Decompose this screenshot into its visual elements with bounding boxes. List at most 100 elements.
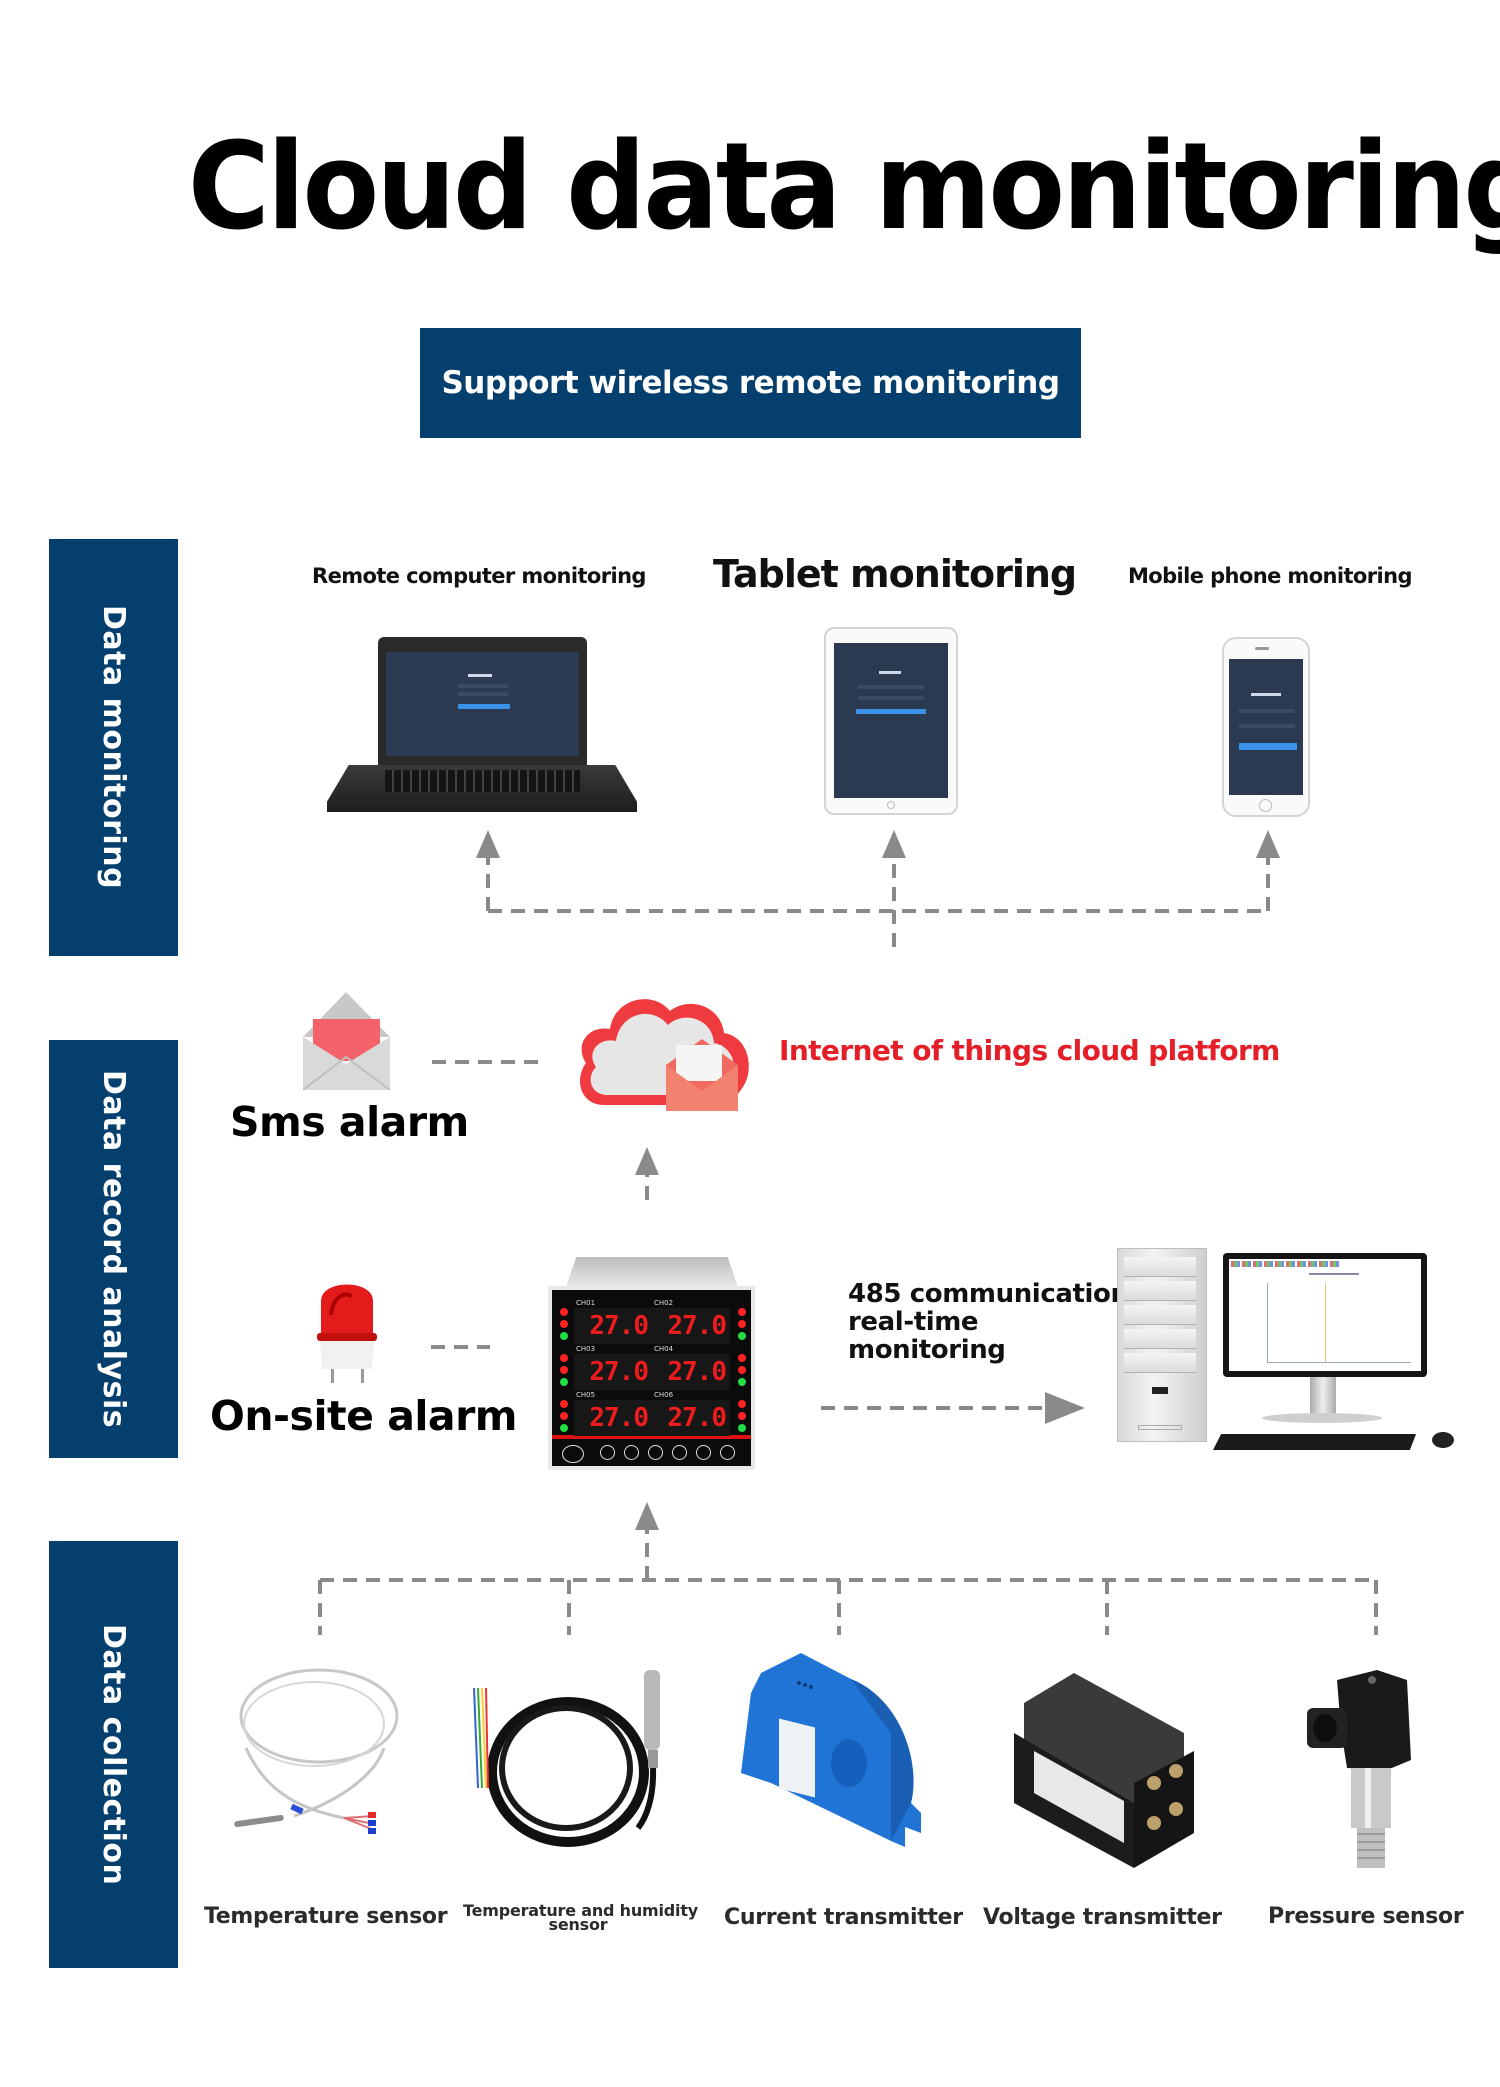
- controller-key-button[interactable]: [600, 1445, 615, 1460]
- status-led-red: [560, 1400, 568, 1408]
- siren-icon: [317, 1284, 377, 1383]
- label-temperature-humidity-sensor: Temperature and humidity sensor: [463, 1901, 699, 1934]
- channel-display: CH06 27.0: [652, 1391, 730, 1436]
- tablet-screen: [834, 643, 948, 798]
- label-485-communication: 485 communication real-time monitoring: [848, 1279, 1129, 1365]
- pressure-sensor-icon: [1307, 1670, 1411, 1868]
- label-line: Temperature and humidity: [463, 1901, 699, 1920]
- label-cloud-platform: Internet of things cloud platform: [779, 1034, 1280, 1067]
- channel-display: CH02 27.0: [652, 1299, 730, 1344]
- channel-label: CH02: [654, 1299, 674, 1307]
- status-led-red: [738, 1308, 746, 1316]
- label-remote-computer: Remote computer monitoring: [312, 564, 646, 588]
- channel-value: 27.0: [667, 1357, 727, 1387]
- chart-area: [1267, 1283, 1411, 1363]
- label-sms-alarm: Sms alarm: [230, 1098, 469, 1146]
- status-led-red: [738, 1400, 746, 1408]
- status-led-green: [738, 1424, 746, 1432]
- status-led-green: [560, 1424, 568, 1432]
- wireless-banner: Support wireless remote monitoring: [420, 328, 1081, 438]
- phone-screen: [1229, 659, 1303, 795]
- arrow-up-icon: [1256, 830, 1280, 858]
- status-led-green: [738, 1378, 746, 1386]
- screen-title-bar: [468, 674, 492, 677]
- phone-speaker: [1255, 647, 1269, 650]
- current-transmitter-icon: [741, 1653, 921, 1847]
- screen-field: [458, 692, 508, 696]
- arrow-up-icon: [476, 830, 500, 858]
- drive-bay: [1124, 1257, 1196, 1277]
- mouse: [1432, 1432, 1454, 1448]
- label-current-transmitter: Current transmitter: [724, 1905, 963, 1930]
- page-title: Cloud data monitoring: [137, 118, 1500, 258]
- monitor-stand-foot: [1262, 1413, 1382, 1423]
- cloud-icon: [580, 999, 749, 1111]
- envelope-icon: [303, 992, 390, 1090]
- controller-key-button[interactable]: [696, 1445, 711, 1460]
- software-toolbar: [1231, 1261, 1341, 1267]
- section-data-collection: Data collection: [49, 1541, 178, 1968]
- drive-bay: [1124, 1329, 1196, 1349]
- controller-key-button[interactable]: [648, 1445, 663, 1460]
- section-label: Data monitoring: [96, 605, 131, 890]
- status-led-red: [738, 1366, 746, 1374]
- status-led-red: [738, 1412, 746, 1420]
- label-tablet: Tablet monitoring: [713, 552, 1077, 596]
- label-pressure-sensor: Pressure sensor: [1268, 1904, 1464, 1929]
- channel-value: 27.0: [667, 1403, 727, 1433]
- status-led-red: [560, 1412, 568, 1420]
- status-led-red: [738, 1354, 746, 1362]
- temperature-sensor-icon: [234, 1668, 399, 1834]
- screen-login-button: [1239, 743, 1297, 750]
- screen-field: [1239, 709, 1295, 713]
- screen-title-bar: [1251, 693, 1281, 696]
- channel-label: CH04: [654, 1345, 674, 1353]
- arrow-up-icon: [882, 830, 906, 858]
- tablet-home-button: [887, 801, 895, 809]
- drive-bay: [1124, 1353, 1196, 1373]
- label-onsite-alarm: On-site alarm: [210, 1392, 518, 1440]
- section-label: Data record analysis: [96, 1069, 131, 1429]
- arrow-up-icon: [635, 1502, 659, 1530]
- status-led-red: [560, 1320, 568, 1328]
- controller-red-bar: [552, 1435, 751, 1439]
- channel-label: CH03: [576, 1345, 596, 1353]
- arrow-right-icon: [1045, 1392, 1085, 1424]
- channel-label: CH01: [576, 1299, 596, 1307]
- screen-login-button: [856, 709, 926, 714]
- controller-key-button[interactable]: [672, 1445, 687, 1460]
- phone-home-button: [1259, 799, 1272, 812]
- keyboard: [1213, 1434, 1416, 1450]
- screen-field: [458, 684, 508, 688]
- arrow-up-icon: [635, 1147, 659, 1175]
- controller-key-button[interactable]: [720, 1445, 735, 1460]
- monitor-stand: [1310, 1377, 1336, 1415]
- section-data-record-analysis: Data record analysis: [49, 1040, 178, 1458]
- controller-key-button[interactable]: [624, 1445, 639, 1460]
- channel-label: CH05: [576, 1391, 596, 1399]
- section-data-monitoring: Data monitoring: [49, 539, 178, 956]
- label-line: sensor: [548, 1915, 608, 1934]
- chart-title: [1309, 1273, 1359, 1275]
- page-title-text: Cloud data monitoring: [187, 118, 1500, 257]
- label-temperature-sensor: Temperature sensor: [204, 1904, 448, 1929]
- status-led-red: [738, 1320, 746, 1328]
- controller-housing: [566, 1257, 738, 1287]
- status-led-red: [560, 1366, 568, 1374]
- channel-label: CH06: [654, 1391, 674, 1399]
- laptop-keyboard: [385, 770, 580, 792]
- screen-field: [858, 696, 924, 700]
- label-voltage-transmitter: Voltage transmitter: [983, 1905, 1222, 1930]
- status-led-green: [560, 1332, 568, 1340]
- channel-value: 27.0: [589, 1357, 649, 1387]
- status-led-red: [560, 1308, 568, 1316]
- label-mobile-phone: Mobile phone monitoring: [1128, 564, 1412, 588]
- channel-value: 27.0: [667, 1311, 727, 1341]
- screen-login-button: [458, 704, 510, 709]
- power-display: [1152, 1387, 1168, 1394]
- drive-bay: [1124, 1281, 1196, 1301]
- voltage-transmitter-icon: [1014, 1673, 1194, 1868]
